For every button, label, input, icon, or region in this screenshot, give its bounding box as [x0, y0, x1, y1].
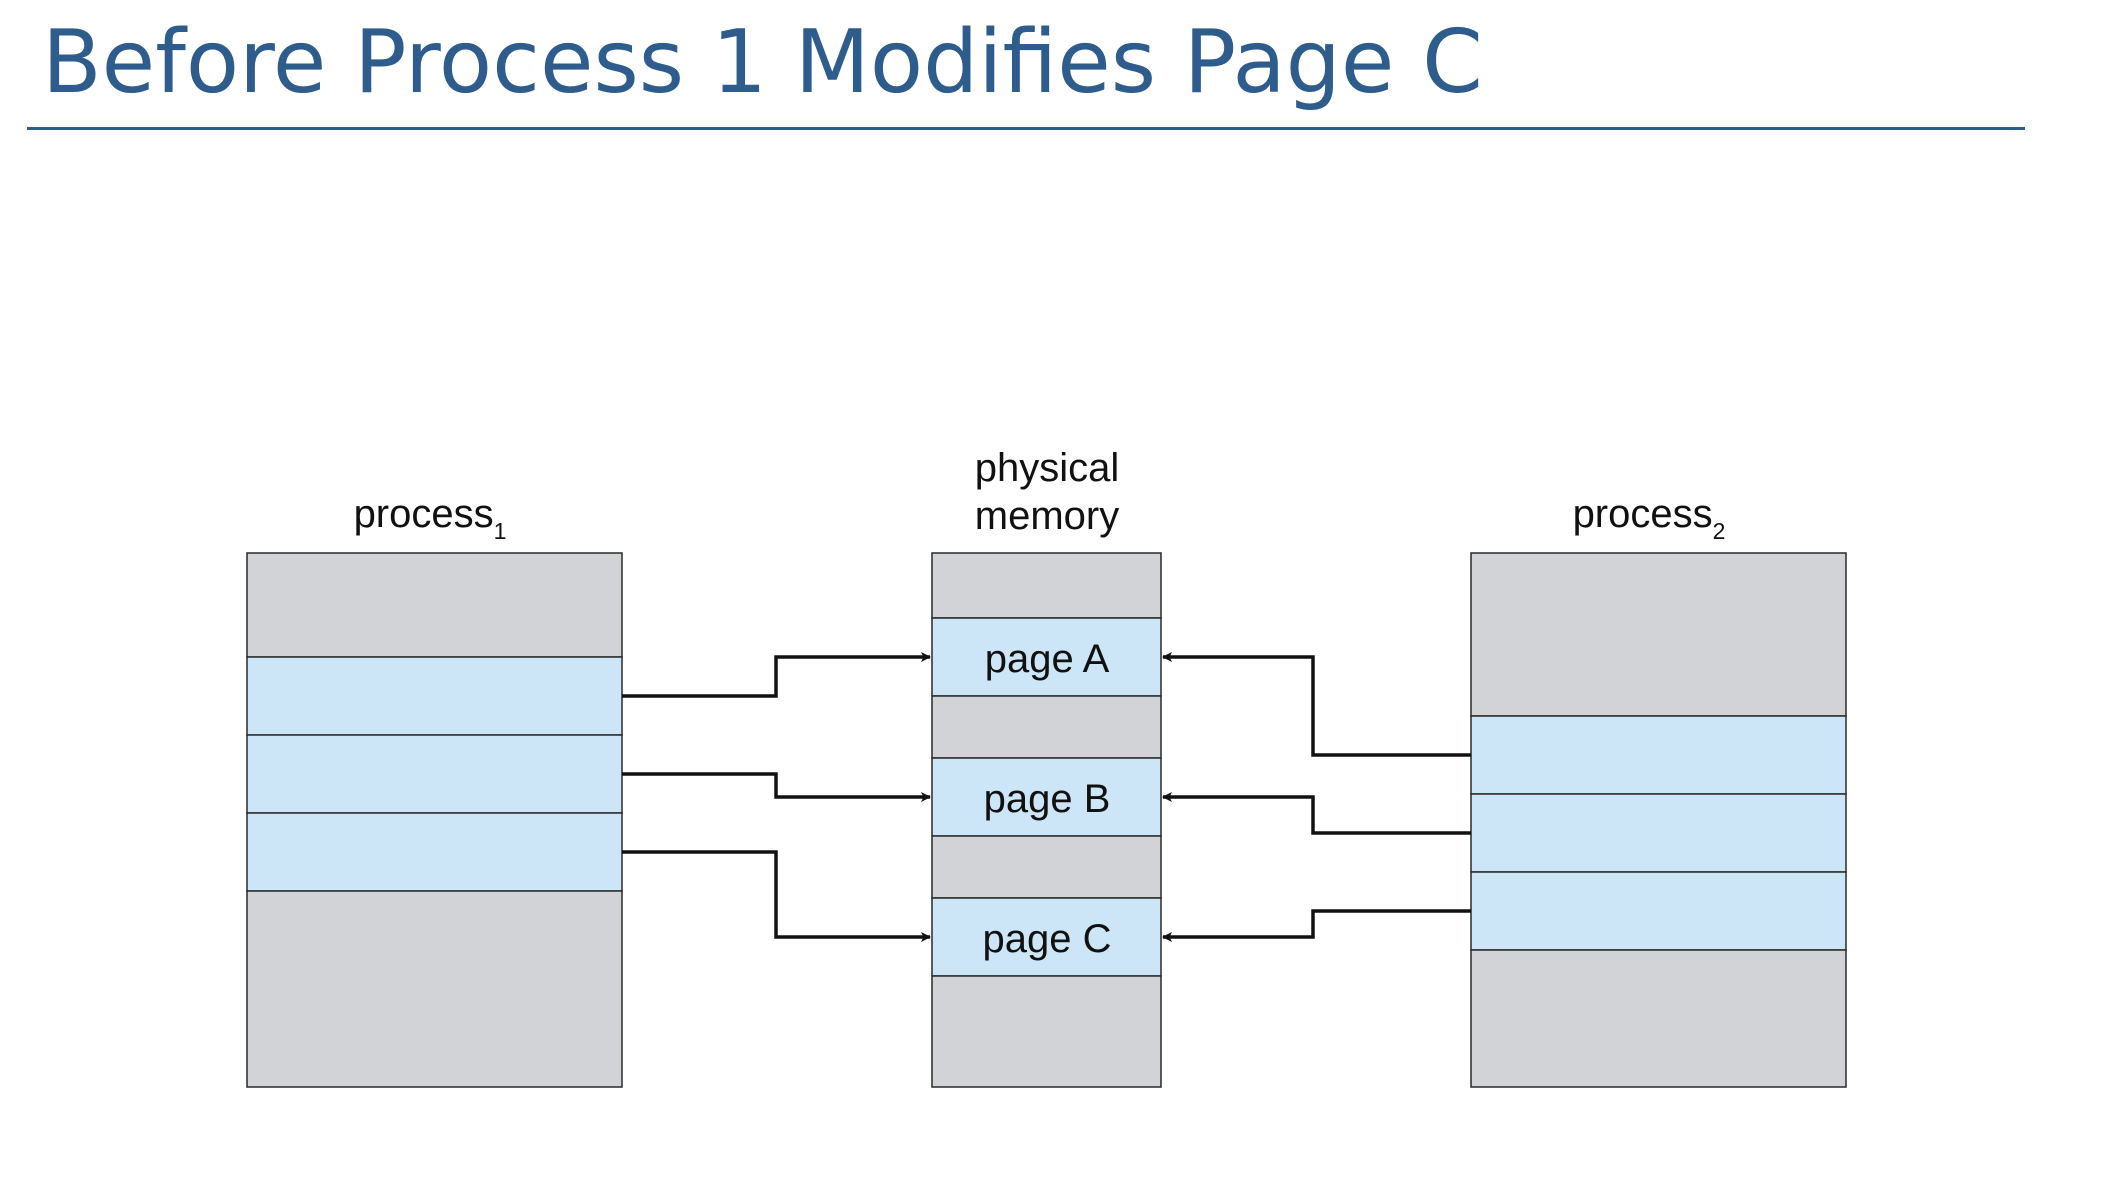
arrow-process1-to-page-b — [622, 772, 931, 802]
arrow-process1-to-page-c — [622, 850, 931, 942]
title-divider — [27, 127, 2025, 130]
process1-page-slot-2 — [246, 734, 623, 814]
process2-column: process2 — [1470, 492, 1847, 1088]
process1-column: process1 — [246, 492, 623, 1088]
slide-title: Before Process 1 Modifies Page C — [42, 11, 1483, 113]
process1-page-slot-3 — [246, 812, 623, 892]
memory-free-frame — [931, 975, 1162, 1088]
physical-memory-label-line2: memory — [975, 494, 1119, 538]
memory-page-c — [931, 897, 1162, 977]
memory-free-frame — [931, 552, 1162, 619]
process1-unused-block-bottom — [246, 890, 623, 1088]
page-b-label: page B — [984, 777, 1111, 821]
process2-page-slot-1 — [1470, 715, 1847, 795]
memory-free-frame — [931, 835, 1162, 899]
arrow-process2-to-page-a — [1162, 652, 1471, 757]
process1-label: process1 — [354, 492, 507, 544]
page-c-label: page C — [983, 917, 1112, 961]
process2-unused-block-bottom — [1470, 949, 1847, 1088]
process2-page-slot-2 — [1470, 793, 1847, 873]
mapping-arrows — [622, 652, 1471, 942]
arrow-process1-to-page-a — [622, 652, 931, 698]
process1-unused-block-top — [246, 552, 623, 658]
physical-memory-column: physical memory page A page B page C — [931, 446, 1162, 1088]
process1-page-slot-1 — [246, 656, 623, 736]
arrow-process2-to-page-b — [1162, 792, 1471, 835]
memory-page-b — [931, 757, 1162, 837]
page-a-label: page A — [985, 637, 1110, 681]
physical-memory-label-line1: physical — [975, 446, 1120, 490]
process2-unused-block-top — [1470, 552, 1847, 717]
arrow-process2-to-page-c — [1162, 909, 1471, 942]
process2-label: process2 — [1573, 492, 1726, 544]
memory-page-a — [931, 617, 1162, 697]
process2-page-slot-3 — [1470, 871, 1847, 951]
memory-free-frame — [931, 695, 1162, 759]
